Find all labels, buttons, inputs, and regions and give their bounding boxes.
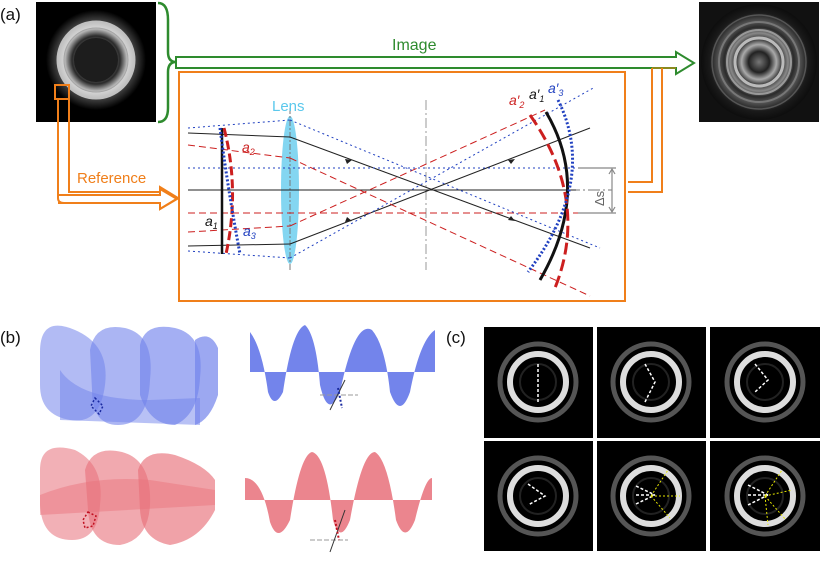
red-rays [187, 109, 600, 297]
label-a2: a2 [242, 139, 255, 157]
panel-label-b: (b) [0, 328, 21, 347]
wavefront-a3-prime [526, 99, 575, 273]
output-arrow [628, 68, 663, 193]
blue-wavefront-cross-section [250, 325, 435, 411]
image-brace [157, 1, 177, 124]
black-rays [187, 127, 591, 249]
blue-helical-wavefront [40, 325, 218, 425]
label-a3-prime: a′3 [548, 80, 563, 98]
red-wavefront-cross-section [245, 452, 432, 553]
image-arrow-label: Image [392, 37, 437, 54]
label-a1: a1 [205, 213, 218, 231]
delta-s-label: Δs [592, 190, 607, 206]
image-arrow [175, 50, 696, 76]
red-helical-wavefront [40, 447, 215, 545]
panel-label-c: (c) [446, 328, 466, 347]
blue-phase-marker [90, 396, 104, 416]
lens-label: Lens [272, 98, 305, 115]
label-a2-prime: a′2 [509, 92, 524, 110]
delta-s-bracket [578, 167, 616, 214]
label-a3: a3 [243, 223, 256, 241]
label-a1-prime: a′1 [529, 86, 544, 104]
vortex-interferogram-grid [483, 326, 821, 552]
reference-selection-box [54, 84, 70, 100]
wavefront-a2 [222, 127, 234, 255]
input-beam-image [36, 2, 156, 122]
wavefront-a2-prime [528, 114, 570, 289]
optics-box [178, 71, 626, 302]
panel-label-a: (a) [0, 5, 21, 24]
reference-arrow-label: Reference [77, 170, 146, 187]
output-interferogram-image [699, 2, 819, 122]
red-phase-marker [82, 511, 97, 529]
wavefront-a1-prime [538, 111, 569, 281]
blue-rays [187, 86, 601, 259]
wavefront-a3 [218, 127, 242, 255]
